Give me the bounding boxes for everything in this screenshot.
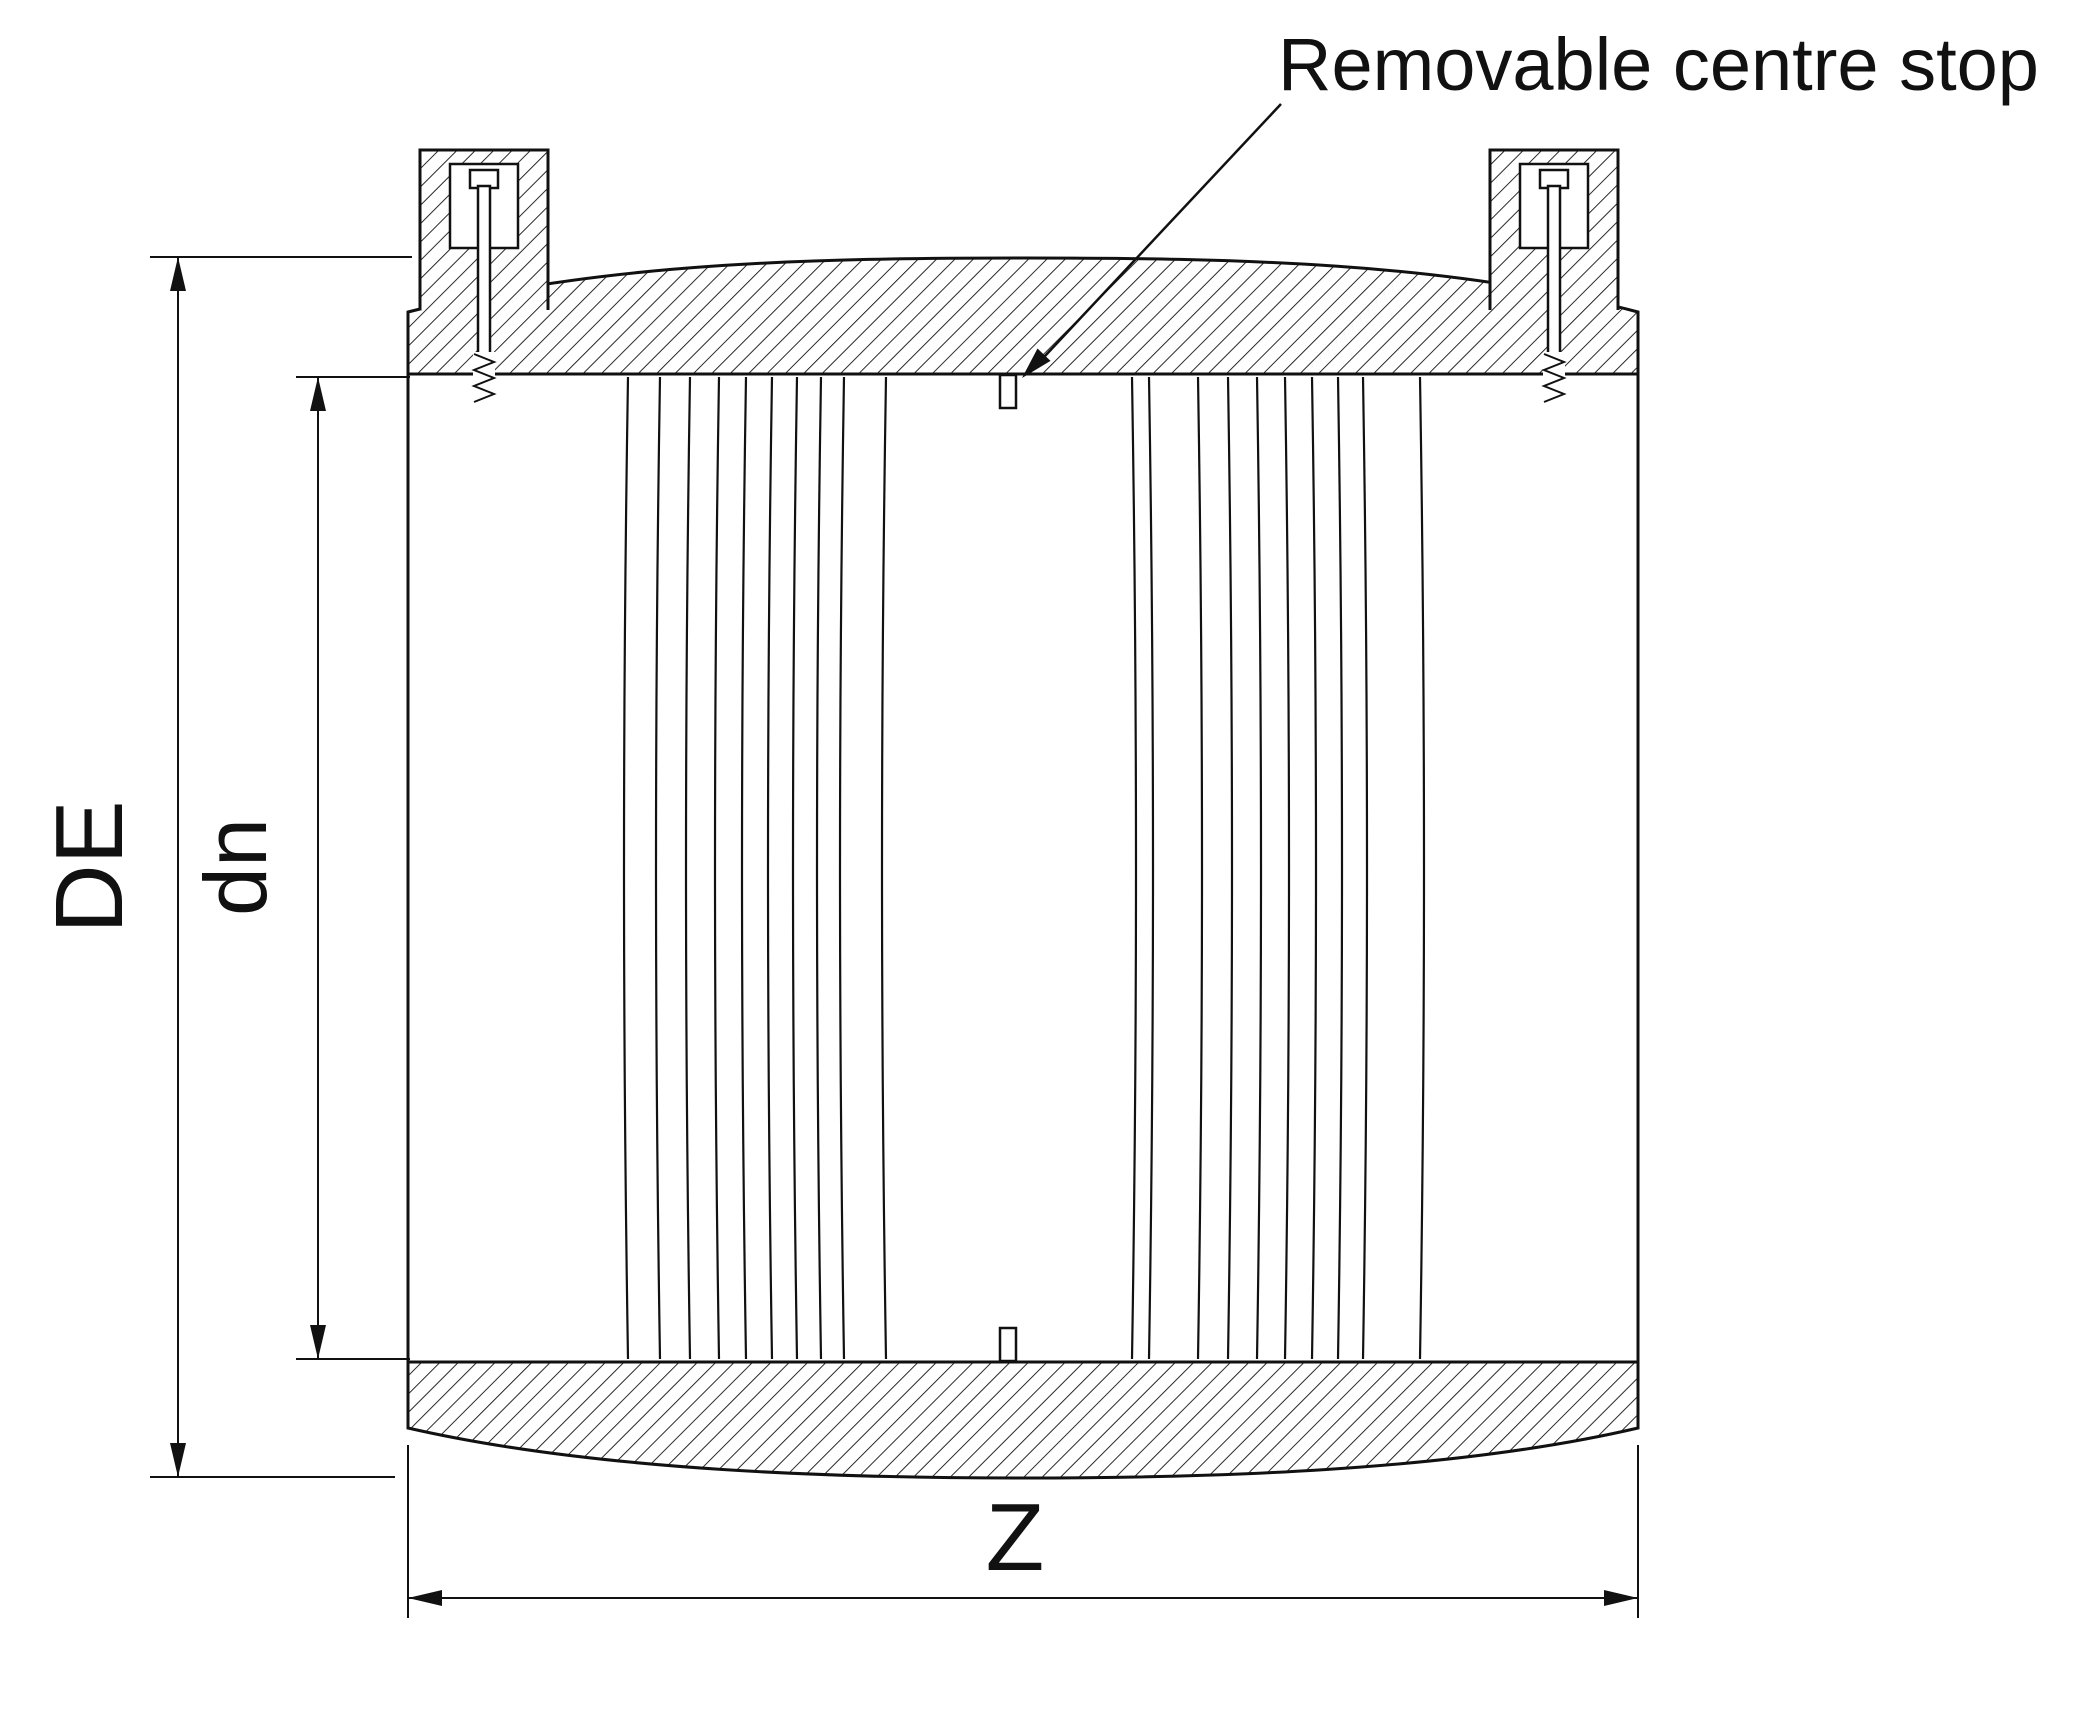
terminal-pin-left — [418, 148, 550, 404]
dn-arrow-top — [310, 377, 326, 411]
dimension-dn: dn — [186, 376, 410, 1360]
coil-windings-left — [622, 376, 888, 1360]
coil-wire — [1336, 376, 1344, 1360]
dn-arrow-bottom — [310, 1325, 326, 1359]
centre-stop-top — [998, 373, 1018, 410]
leader-line — [1029, 103, 1282, 373]
Z-arrow-right — [1604, 1590, 1638, 1606]
coil-wire — [1283, 376, 1291, 1360]
coil-wire — [1147, 376, 1155, 1360]
coil-wire — [654, 376, 662, 1360]
coil-wire — [1310, 376, 1318, 1360]
Z-arrow-left — [408, 1590, 442, 1606]
dimension-Z: Z — [407, 1445, 1639, 1618]
coil-wire — [1130, 376, 1138, 1360]
terminal-pin-rod-right — [1546, 184, 1562, 356]
coil-wire — [1196, 376, 1204, 1360]
coil-wire — [880, 376, 888, 1360]
coil-wire — [1361, 376, 1369, 1360]
coil-wire — [791, 376, 799, 1360]
terminal-thread-right — [1541, 353, 1567, 403]
coil-wire — [766, 376, 774, 1360]
terminal-pin-right — [1488, 148, 1620, 404]
coil-windings-right — [1130, 376, 1426, 1360]
centre-stop-bottom — [998, 1326, 1018, 1363]
coil-wire — [1226, 376, 1234, 1360]
coil-wire — [1255, 376, 1263, 1360]
terminal-thread-backing-right — [1543, 352, 1565, 404]
centre-stop-callout: Removable centre stop — [1022, 23, 2039, 378]
coil-wire — [838, 376, 846, 1360]
coupler-body — [406, 148, 1640, 1480]
DE-arrow-bottom — [170, 1443, 186, 1477]
dimension-DE: DE — [36, 256, 412, 1478]
label-DE: DE — [36, 800, 143, 933]
terminal-thread-left — [471, 353, 497, 403]
coil-wire — [815, 376, 823, 1360]
coupler-bottom-wall — [406, 1360, 1640, 1480]
label-dn: dn — [186, 818, 285, 916]
DE-arrow-top — [170, 257, 186, 291]
leader-arrowhead — [1022, 348, 1051, 378]
label-removable-centre-stop: Removable centre stop — [1278, 23, 2039, 106]
coil-wire — [1418, 376, 1426, 1360]
coil-wire — [713, 376, 721, 1360]
terminal-thread-backing-left — [473, 352, 495, 404]
coil-wire — [684, 376, 692, 1360]
terminal-pin-rod-left — [476, 184, 492, 356]
label-Z: Z — [986, 1484, 1045, 1591]
coil-wire — [740, 376, 748, 1360]
coil-wire — [622, 376, 630, 1360]
